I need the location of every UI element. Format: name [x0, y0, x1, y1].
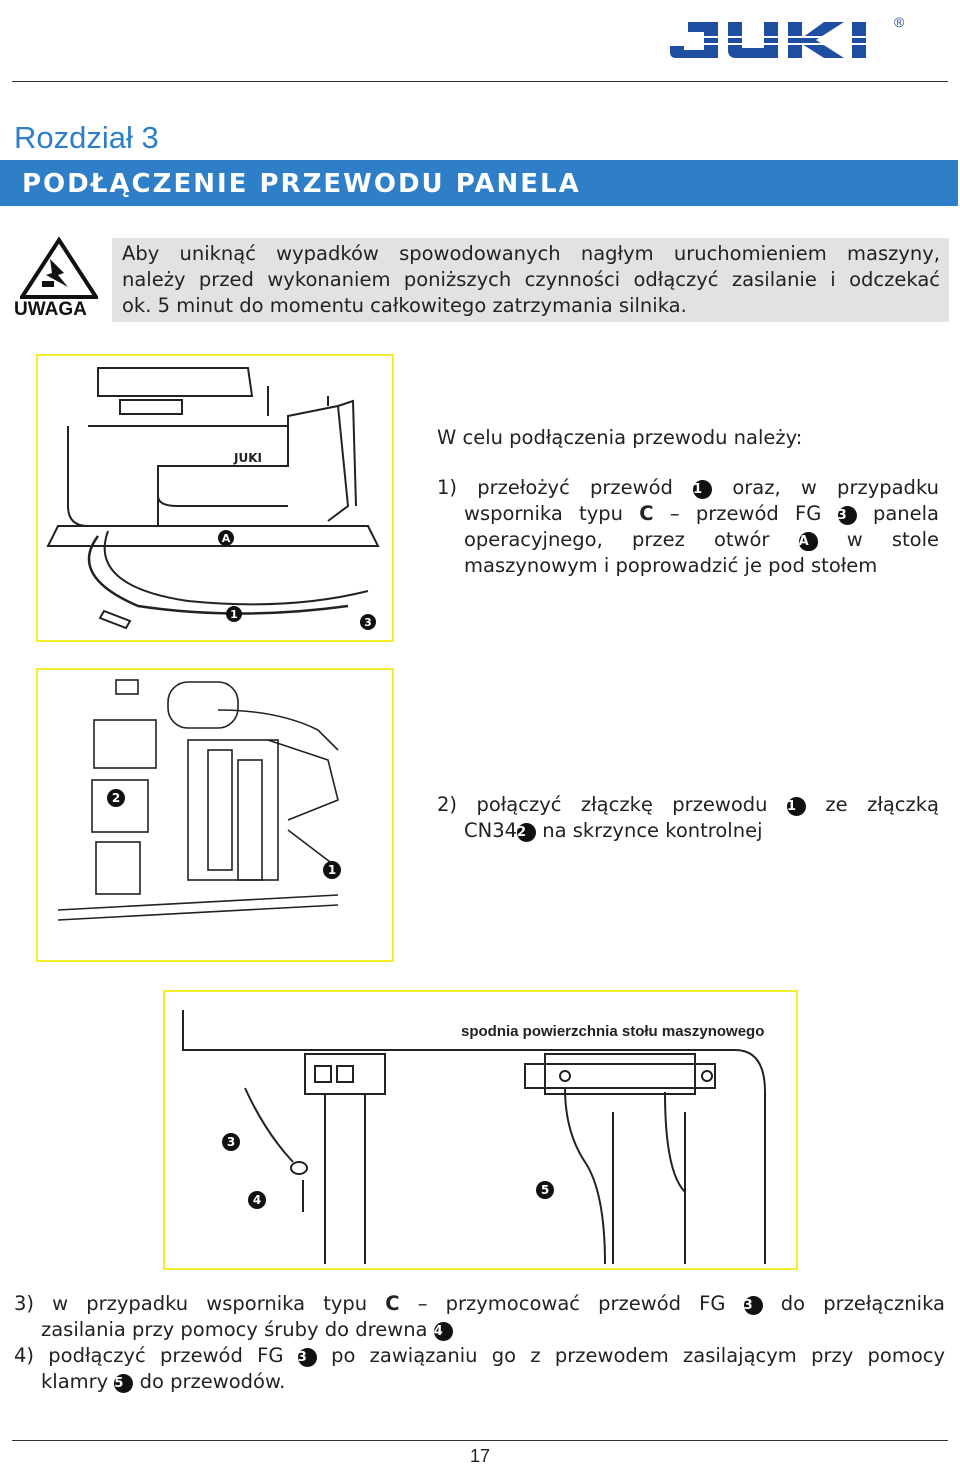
- figure-sewing-machine: JUKI A 1 3: [36, 354, 394, 642]
- step-2-text: CN34: [464, 819, 518, 842]
- step-3-line: 3) w przypadku wspornika typu C – przymo…: [14, 1291, 945, 1317]
- warning-text: Aby uniknąć wypadków spowodowanych nagły…: [122, 241, 940, 319]
- step-4-text: 4) podłączyć przewód FG: [14, 1344, 284, 1367]
- step-1-line: maszynowym i poprowadzić je pod stołem: [437, 553, 939, 579]
- step-4-line: 4) podłączyć przewód FG 3 po zawiązaniu …: [14, 1343, 945, 1369]
- juki-logo: [666, 22, 876, 58]
- step-4-line: klamry 5 do przewodów.: [14, 1369, 945, 1395]
- sewing-machine-illustration: JUKI A 1 3: [46, 367, 380, 630]
- step-1-text: operacyjnego, przez otwór: [464, 528, 770, 551]
- marker-4: 4: [248, 1191, 266, 1209]
- badge-3: 3: [297, 1348, 317, 1367]
- step-2-text: na skrzynce kontrolnej: [542, 819, 763, 842]
- warning-hand-icon: [20, 237, 98, 299]
- step-1-text: – przewód FG: [669, 502, 822, 525]
- marker-1: 1: [226, 606, 242, 622]
- step-2-line: CN342 na skrzynce kontrolnej: [437, 818, 939, 844]
- table-underside-illustration: spodnia powierzchnia stołu maszynowego 3: [182, 1010, 766, 1265]
- step-1-text: wspornika typu: [464, 502, 623, 525]
- step-1: 1) przełożyć przewód 1 oraz, w przypadku…: [437, 475, 939, 579]
- step-3-text: 3) w przypadku wspornika typu: [14, 1292, 368, 1315]
- machine-brand-label: JUKI: [233, 451, 262, 465]
- bracket-type-c: C: [385, 1292, 400, 1315]
- marker-a: A: [218, 530, 234, 546]
- step-3-line: zasilania przy pomocy śruby do drewna 4: [14, 1317, 945, 1343]
- step-2: 2) połączyć złączkę przewodu 1 ze złączk…: [437, 792, 939, 844]
- svg-text:5: 5: [541, 1183, 549, 1197]
- footer-rule: [12, 1440, 948, 1441]
- step-1-text: maszynowym i poprowadzić je pod stołem: [464, 554, 878, 577]
- step-1-text: panela: [872, 502, 939, 525]
- badge-3: 3: [743, 1296, 763, 1315]
- figure-table-underside: spodnia powierzchnia stołu maszynowego 3: [163, 990, 798, 1270]
- page-number: 17: [470, 1446, 491, 1466]
- warning-box: [112, 238, 949, 322]
- svg-text:4: 4: [253, 1193, 261, 1207]
- step-4-text: do przewodów.: [139, 1370, 286, 1393]
- step-3-text: zasilania przy pomocy śruby do drewna: [41, 1318, 428, 1341]
- svg-text:3: 3: [364, 616, 372, 629]
- marker-2: 2: [107, 789, 125, 807]
- badge-4: 4: [433, 1322, 453, 1341]
- marker-3: 3: [222, 1133, 240, 1151]
- step-1-line: operacyjnego, przez otwór A w stole: [437, 527, 939, 553]
- figure-control-box: 2 1: [36, 668, 394, 962]
- step-2-text: 2) połączyć złączkę przewodu: [437, 793, 768, 816]
- figure-caption: spodnia powierzchnia stołu maszynowego: [461, 1023, 764, 1040]
- badge-3: 3: [837, 506, 857, 525]
- step-1-line: wspornika typu C – przewód FG 3 panela: [437, 501, 939, 527]
- badge-1: 1: [786, 797, 806, 816]
- badge-5: 5: [114, 1374, 134, 1393]
- step-2-line: 2) połączyć złączkę przewodu 1 ze złączk…: [437, 792, 939, 818]
- step-intro: W celu podłączenia przewodu należy:: [437, 426, 803, 449]
- header-rule: [12, 81, 948, 82]
- svg-text:3: 3: [227, 1135, 235, 1149]
- chapter-title: Rozdział 3: [14, 120, 159, 155]
- badge-1: 1: [693, 480, 713, 499]
- section-banner: [0, 160, 958, 206]
- bracket-type-c: C: [639, 502, 654, 525]
- svg-text:1: 1: [230, 608, 238, 621]
- step-3-text: – przymocować przewód FG: [417, 1292, 726, 1315]
- warning-line: Aby uniknąć wypadków spowodowanych nagły…: [122, 242, 940, 265]
- warning-line: ok. 5 minut do momentu całkowitego zatrz…: [122, 294, 687, 317]
- marker-5: 5: [536, 1181, 554, 1199]
- marker-1: 1: [323, 861, 341, 879]
- step-3: 3) w przypadku wspornika typu C – przymo…: [14, 1291, 945, 1343]
- svg-text:A: A: [222, 532, 231, 545]
- step-1-line: 1) przełożyć przewód 1 oraz, w przypadku: [437, 475, 939, 501]
- registered-mark: ®: [894, 14, 905, 30]
- step-4-text: po zawiązaniu go z przewodem zasilającym…: [331, 1344, 946, 1367]
- warning-line: należy przed wykonaniem poniższych czynn…: [122, 268, 940, 291]
- marker-3: 3: [360, 614, 376, 630]
- step-4: 4) podłączyć przewód FG 3 po zawiązaniu …: [14, 1343, 945, 1395]
- warning-label: UWAGA: [14, 299, 87, 320]
- badge-2: 2: [517, 823, 537, 842]
- step-1-text: 1) przełożyć przewód: [437, 476, 673, 499]
- step-4-text: klamry: [41, 1370, 109, 1393]
- step-3-text: do przełącznika: [780, 1292, 945, 1315]
- svg-text:1: 1: [328, 863, 336, 877]
- section-title: PODŁĄCZENIE PRZEWODU PANELA: [22, 169, 581, 199]
- step-2-text: ze złączką: [825, 793, 940, 816]
- step-1-text: oraz, w przypadku: [732, 476, 939, 499]
- badge-a: A: [798, 532, 818, 551]
- control-box-illustration: 2 1: [57, 679, 341, 921]
- svg-text:2: 2: [112, 791, 120, 805]
- step-1-text: w stole: [846, 528, 940, 551]
